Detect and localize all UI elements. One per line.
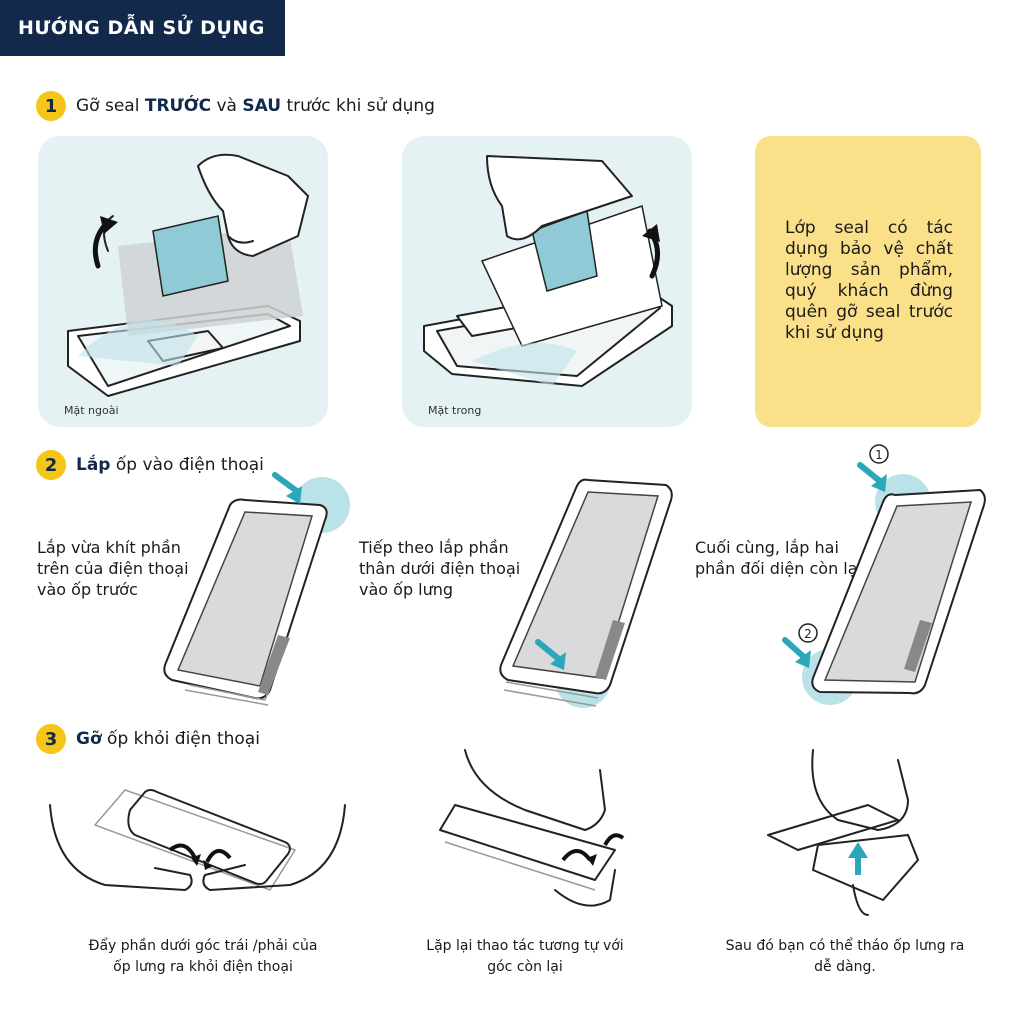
install-final-illustration: 1 2 xyxy=(782,444,986,705)
seal-note-text: Lớp seal có tác dụng bảo vệ chất lượng s… xyxy=(785,218,953,343)
step-number-badge: 1 xyxy=(36,91,66,121)
step-1-title: Gỡ seal TRƯỚC và SAU trước khi sử dụng xyxy=(76,96,435,116)
step-2-desc-2: Tiếp theo lắp phần thân dưới điện thoại … xyxy=(359,538,521,599)
step-3-caption-2: Lặp lại thao tác tương tự với góc còn lạ… xyxy=(426,938,624,975)
step-3-title: Gỡ ốp khỏi điện thoại xyxy=(76,729,260,749)
caption-inner: Mặt trong xyxy=(428,404,482,417)
panel-inner-seal: Mặt trong xyxy=(402,136,692,427)
remove-case-illustration-3 xyxy=(767,749,919,916)
page-header: HƯỚNG DẪN SỬ DỤNG xyxy=(0,0,285,56)
step-2-desc-1: Lắp vừa khít phần trên của điện thoại và… xyxy=(37,538,189,599)
step-3-caption-3: Sau đó bạn có thể tháo ốp lưng ra dễ dàn… xyxy=(725,938,965,975)
step-2-desc-3: Cuối cùng, lắp hai phần đối diện còn lại xyxy=(695,538,862,578)
caption-outer: Mặt ngoài xyxy=(64,404,119,417)
panel-outer-seal: Mặt ngoài xyxy=(38,136,328,427)
seal-note-box: Lớp seal có tác dụng bảo vệ chất lượng s… xyxy=(755,136,981,427)
remove-case-illustration-1 xyxy=(49,789,346,891)
step-number-badge: 3 xyxy=(36,724,66,754)
install-bottom-illustration xyxy=(499,478,673,708)
marker-1-label: 1 xyxy=(875,448,883,462)
remove-outer-seal-illustration xyxy=(67,153,309,397)
step-number-badge: 2 xyxy=(36,450,66,480)
remove-inner-seal-illustration xyxy=(423,155,673,387)
page-title: HƯỚNG DẪN SỬ DỤNG xyxy=(18,17,265,39)
step-2-heading: 2 Lắp ốp vào điện thoại xyxy=(36,450,264,480)
remove-case-illustration-2 xyxy=(439,749,625,907)
install-top-illustration xyxy=(163,472,350,706)
step-3-heading: 3 Gỡ ốp khỏi điện thoại xyxy=(36,724,260,754)
marker-2-label: 2 xyxy=(804,627,812,641)
step-1-heading: 1 Gỡ seal TRƯỚC và SAU trước khi sử dụng xyxy=(36,91,435,121)
step-2-title: Lắp ốp vào điện thoại xyxy=(76,455,264,475)
step-3-caption-1: Đẩy phần dưới góc trái /phải của ốp lưng… xyxy=(88,938,318,975)
